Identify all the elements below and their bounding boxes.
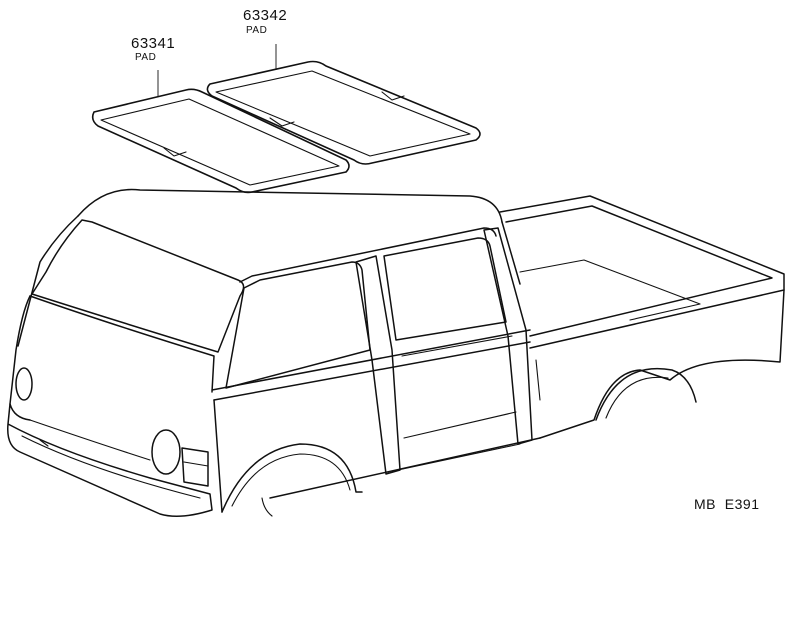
part-name-63342: PAD	[246, 25, 268, 36]
vehicle-body	[7, 188, 785, 517]
part-number-63341: 63341	[131, 35, 176, 52]
part-name-63341: PAD	[135, 52, 157, 63]
part-number-63342: 63342	[243, 7, 288, 24]
pad-63341-shape	[91, 70, 350, 194]
pad-63342-shape	[206, 44, 481, 165]
reference-code: MB E391	[694, 496, 760, 512]
